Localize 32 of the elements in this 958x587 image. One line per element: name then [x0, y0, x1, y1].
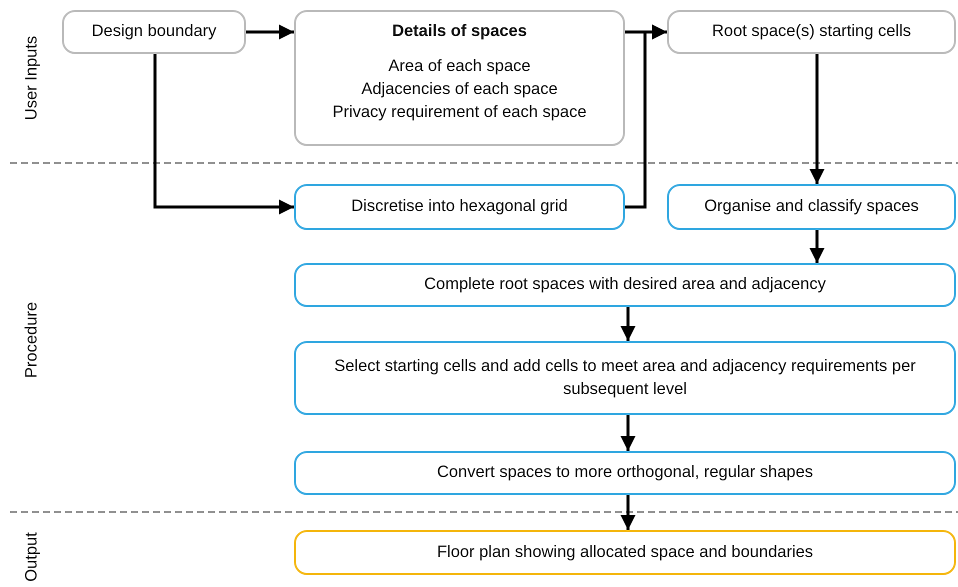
arrow: [620, 415, 636, 451]
arrow: [810, 54, 824, 184]
box-text: Select starting cells and add cells to meet area and adjacency requirements per subsequent level: [333, 356, 917, 400]
process-box: [294, 263, 956, 307]
arrow: [620, 495, 636, 530]
arrow: [620, 307, 636, 341]
arrow: [810, 230, 824, 263]
process-box: [294, 184, 625, 230]
process-box: [294, 451, 956, 495]
box-heading: Details of spaces: [392, 21, 527, 42]
section-label: Output: [22, 532, 42, 582]
box-text: Discretise into hexagonal grid: [351, 196, 568, 218]
box-text: Privacy requirement of each space: [332, 102, 587, 124]
arrow: [625, 24, 667, 208]
box-text: Root space(s) starting cells: [712, 21, 911, 42]
box-text: Floor plan showing allocated space and boundaries: [436, 542, 814, 563]
arrow: [154, 54, 294, 214]
output-box: [294, 530, 956, 575]
input-box: [294, 10, 625, 146]
process-box: [294, 341, 956, 415]
box-text: Convert spaces to more orthogonal, regular shapes: [436, 462, 814, 484]
input-box: [62, 10, 246, 54]
process-box: [667, 184, 956, 230]
box-text: Organise and classify spaces: [704, 196, 919, 218]
box-text: Design boundary: [92, 21, 216, 42]
section-label: User Inputs: [22, 36, 42, 120]
box-text: Complete root spaces with desired area and adjacency: [424, 274, 826, 296]
box-text: Area of each space: [388, 56, 531, 78]
input-box: [667, 10, 956, 54]
box-text: Adjacencies of each space: [361, 79, 558, 100]
section-label: Procedure: [22, 302, 42, 378]
arrow: [246, 24, 294, 40]
